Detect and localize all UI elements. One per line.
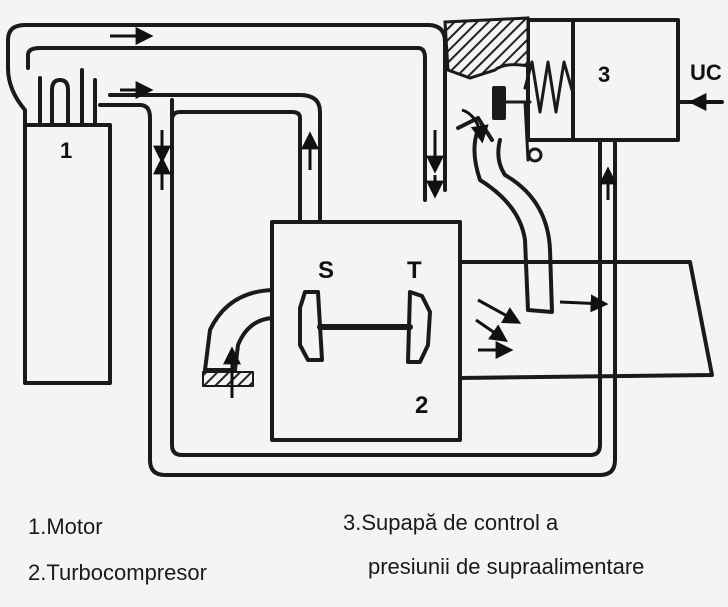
turbocharger-schematic: 1 2 3 S T UC bbox=[6, 16, 724, 477]
turbo-number-label: 2 bbox=[415, 392, 428, 419]
valve-hatched-wall bbox=[443, 16, 530, 80]
flow-arrow bbox=[559, 294, 609, 313]
motor-number-label: 1 bbox=[60, 138, 72, 163]
exhaust-outlet-duct bbox=[458, 260, 714, 380]
turbine-side-label: T bbox=[407, 257, 422, 284]
compressor-inlet-elbow bbox=[203, 288, 274, 372]
engine-block bbox=[23, 123, 112, 385]
control-input-label: UC bbox=[690, 60, 722, 85]
control-valve-housing bbox=[526, 18, 680, 142]
exhaust-pipe-inner bbox=[108, 93, 322, 224]
intake-pipe-inner bbox=[26, 46, 427, 202]
wastegate-duct bbox=[472, 128, 554, 314]
compressor-wheel bbox=[298, 290, 324, 362]
flow-arrow bbox=[475, 318, 508, 343]
intake-pipe-outer bbox=[6, 23, 447, 72]
exhaust-pipe-outer bbox=[98, 103, 617, 477]
legend-item-control-valve-cont: presiunii de supraalimentare bbox=[368, 554, 645, 579]
flow-arrow bbox=[477, 298, 522, 324]
legend-item-control-valve: 3.Supapă de control a bbox=[343, 510, 559, 535]
turbine-wheel bbox=[406, 290, 432, 364]
valve-spring bbox=[523, 60, 574, 114]
valve-disc bbox=[492, 86, 506, 120]
flow-arrow bbox=[461, 108, 489, 144]
legend-item-motor: 1.Motor bbox=[28, 514, 103, 539]
compressor-side-label: S bbox=[318, 257, 334, 284]
legend-item-turbocharger: 2.Turbocompresor bbox=[28, 560, 207, 585]
valve-number-label: 3 bbox=[598, 62, 610, 87]
